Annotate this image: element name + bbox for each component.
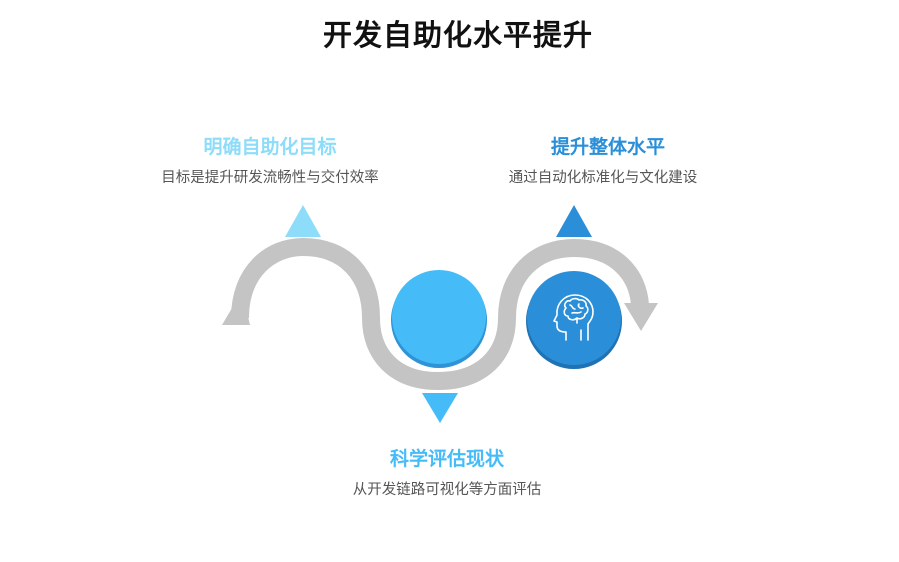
step-2-heading: 科学评估现状 (389, 448, 504, 470)
step-2-description: 从开发链路可视化等方面评估 (352, 482, 542, 498)
brain-head-icon (553, 294, 594, 341)
step-2-circle (391, 270, 487, 368)
path-arrowhead-icon (624, 303, 658, 331)
path-start-cap (222, 308, 250, 325)
flow-path (222, 237, 658, 391)
step-2-marker-triangle-icon (422, 393, 458, 423)
step-3-description: 通过自动化标准化与文化建设 (508, 170, 698, 186)
step-1-heading: 明确自助化目标 (203, 136, 337, 158)
step-3-marker-triangle-icon (556, 205, 592, 237)
step-1-description: 目标是提升研发流畅性与交付效率 (161, 170, 379, 186)
page-title: 开发自助化水平提升 (322, 18, 593, 52)
step-1-marker-triangle-icon (285, 205, 321, 237)
step-3-circle (526, 271, 622, 369)
step-3-heading: 提升整体水平 (550, 136, 665, 158)
